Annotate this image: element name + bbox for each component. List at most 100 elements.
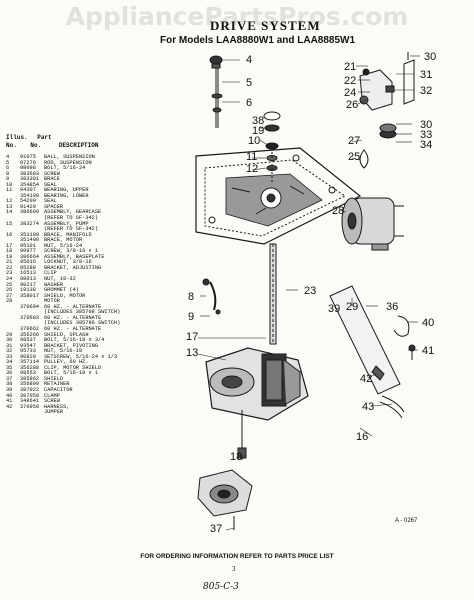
part-illus-number: 31 bbox=[6, 342, 13, 349]
part-description: HARNESS, bbox=[44, 403, 70, 410]
part-illus-number: 27 bbox=[6, 292, 13, 299]
part-description: (REFER TO SF-342) bbox=[44, 215, 99, 222]
parts-list-row: (REFER TO SF-342) bbox=[6, 227, 156, 233]
parts-header-row1: Illus. Part bbox=[6, 134, 52, 141]
part-description: SHIELD, MOTOR bbox=[44, 292, 86, 299]
part-number: 351180 bbox=[20, 231, 40, 238]
part-number: 54209 bbox=[20, 198, 36, 205]
parts-list-row: (REFER TO SF-342) bbox=[6, 215, 156, 222]
part-number: 370662 bbox=[20, 325, 40, 332]
pivoting-bracket bbox=[359, 52, 415, 111]
part-description: BOLT, 5/16-18 x 1 bbox=[44, 370, 99, 377]
ordering-footer: FOR ORDERING INFORMATION REFER TO PARTS … bbox=[140, 553, 334, 560]
part-description: PULLEY, 60 HZ. bbox=[44, 359, 89, 366]
part-description: NUT, 5/16-24 bbox=[44, 242, 83, 249]
part-number: 95016 bbox=[20, 259, 36, 266]
part-number: 97276 bbox=[20, 159, 36, 166]
parts-list-row: 9 383301 BRACE bbox=[6, 177, 156, 183]
capacitor-clamp bbox=[393, 315, 416, 360]
part-description: SPACER bbox=[44, 203, 64, 210]
part-description: RETAINER bbox=[44, 381, 70, 388]
splash-shield bbox=[329, 285, 401, 395]
part-number: 387022 bbox=[20, 386, 40, 393]
callout-number: 30 bbox=[420, 119, 432, 131]
part-illus-number: 38 bbox=[6, 381, 13, 388]
callout-number: 39 bbox=[328, 303, 340, 315]
part-number: 16513 bbox=[20, 270, 36, 277]
handwritten-note: 805-C-3 bbox=[203, 582, 239, 592]
callout-number: 21 bbox=[344, 61, 356, 73]
part-illus-number: 11 bbox=[6, 187, 13, 194]
callout-number: 8 bbox=[188, 291, 194, 303]
part-description: ASSEMBLY, BASEPLATE bbox=[44, 253, 105, 260]
callout-number: 18 bbox=[230, 451, 242, 463]
parts-list-row: 38 356899 RETAINER bbox=[6, 382, 156, 388]
part-number: 98013 bbox=[20, 276, 36, 283]
header-illus: Illus. bbox=[6, 134, 28, 141]
callout-number: 6 bbox=[246, 97, 252, 109]
part-illus-number: 18 bbox=[6, 248, 13, 255]
callout-number: 17 bbox=[186, 331, 198, 343]
pulley bbox=[379, 123, 397, 139]
part-description: (INCLUDES 385708 SWITCH) bbox=[44, 309, 121, 316]
part-illus-number: 35 bbox=[6, 364, 13, 371]
part-description: 60 HZ. - ALTERNATE bbox=[44, 303, 102, 310]
callout-number: 41 bbox=[422, 345, 434, 357]
part-description: WASHER bbox=[44, 281, 64, 288]
part-number: 356899 bbox=[20, 381, 40, 388]
part-number: 356288 bbox=[20, 364, 40, 371]
part-number: 383274 bbox=[20, 220, 40, 227]
callout-labels: 4562122242630313239381910111230333425272… bbox=[186, 51, 436, 535]
part-number: 95733 bbox=[20, 348, 36, 355]
callout-number: 16 bbox=[356, 431, 368, 443]
part-number: 354854 bbox=[20, 181, 40, 188]
part-illus-number: 24 bbox=[6, 276, 13, 283]
part-description: SCREW, 3/8-16 x 1 bbox=[44, 248, 99, 255]
parts-list-row: (INCLUDES 385708 SWITCH) bbox=[6, 310, 156, 316]
part-number: 383301 bbox=[20, 176, 40, 183]
part-description: BRACE, MOTOR bbox=[44, 237, 83, 244]
part-illus-number: 9 bbox=[6, 176, 10, 183]
part-illus-number: 16 bbox=[6, 231, 13, 238]
part-number: 386660 bbox=[20, 209, 40, 216]
part-number: 94307 bbox=[20, 187, 36, 194]
retainer-capacitor bbox=[263, 111, 281, 132]
part-description: BEARING, LOWER bbox=[44, 192, 89, 199]
part-description: BRACKET, PIVOTING bbox=[44, 342, 99, 349]
watermark: AppliancePartsPros.com bbox=[65, 2, 409, 31]
part-number: 91075 bbox=[20, 154, 36, 160]
part-number: 385862 bbox=[20, 375, 40, 382]
part-description: CAPACITOR bbox=[44, 386, 73, 393]
callout-number: 13 bbox=[186, 347, 198, 359]
part-number: 19138 bbox=[20, 287, 36, 294]
part-description: CLIP, MOTOR SHIELD bbox=[44, 364, 102, 371]
callout-number: 33 bbox=[420, 129, 432, 141]
part-description: BRACE bbox=[44, 176, 60, 183]
part-description: CLIP bbox=[44, 270, 57, 277]
part-number: 370603 bbox=[20, 314, 40, 321]
part-illus-number: 32 bbox=[6, 348, 13, 355]
part-number: 354199 bbox=[20, 192, 40, 199]
callout-number: 5 bbox=[246, 77, 252, 89]
clip-25 bbox=[359, 149, 369, 169]
part-description: SCREW bbox=[44, 398, 60, 405]
callout-number: 29 bbox=[346, 301, 358, 313]
part-number: 386664 bbox=[20, 253, 40, 260]
part-illus-number: 28 bbox=[6, 298, 13, 305]
